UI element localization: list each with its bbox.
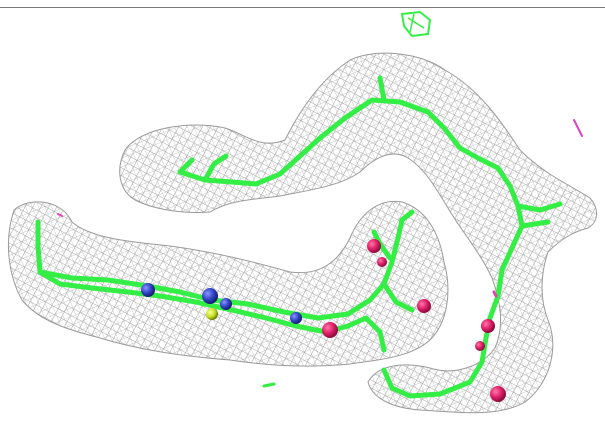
stray-atom-marker [57, 119, 583, 298]
density-mesh-tail [119, 52, 597, 414]
nitrogen-atoms [141, 283, 302, 324]
oxygen-atoms [322, 239, 506, 402]
carbon-bonds [35, 75, 563, 399]
top-divider-line [0, 7, 605, 8]
magnesium-atom [206, 308, 218, 320]
stray-density-fragment [262, 10, 432, 388]
density-mesh-head [7, 200, 449, 367]
